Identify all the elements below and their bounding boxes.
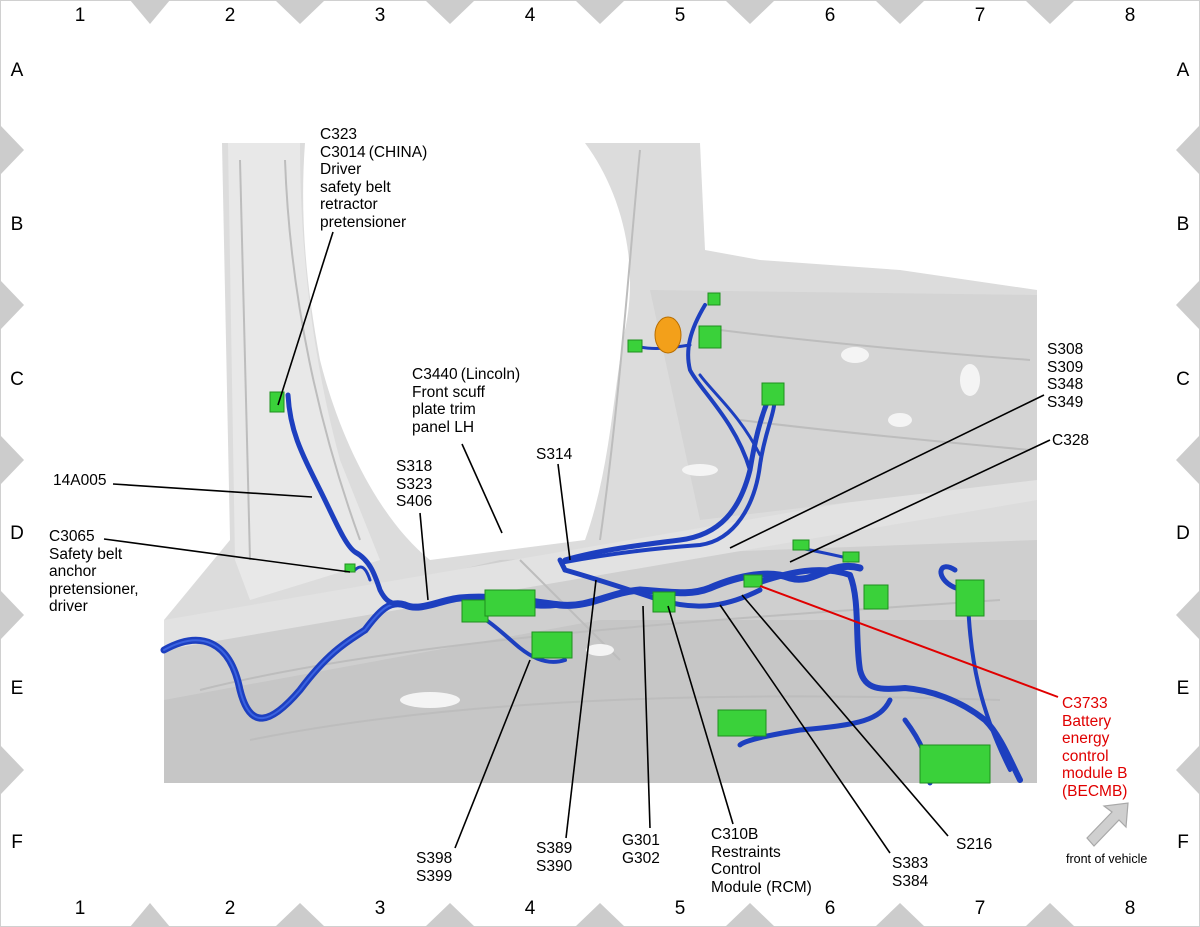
label-c323: C323 C3014(CHINA) Driver safety belt ret…: [320, 126, 428, 231]
label-c328: C328: [1052, 432, 1090, 449]
connectors: [269, 292, 991, 784]
grid-row-a-left: A: [10, 60, 24, 81]
grid-col-7-bottom: 7: [974, 898, 986, 919]
grid-col-5-top: 5: [674, 5, 686, 26]
vehicle-body-image: [164, 143, 1037, 783]
grid-row-c-right: C: [1176, 369, 1190, 390]
grid-col-3-bottom: 3: [374, 898, 386, 919]
grid-row-f-right: F: [1177, 832, 1189, 853]
becmb-leader-line: [759, 585, 1059, 698]
grid-col-4-bottom: 4: [524, 898, 536, 919]
grid-row-b-right: B: [1176, 214, 1190, 235]
grid-col-6-bottom: 6: [824, 898, 836, 919]
grid-row-d-right: D: [1176, 523, 1190, 544]
grid-row-d-left: D: [10, 523, 24, 544]
label-s318: S318 S323 S406: [396, 458, 433, 510]
grid-col-7-top: 7: [974, 5, 986, 26]
left-grid-markers: [0, 125, 24, 795]
leader-lines: [103, 231, 1051, 854]
label-s314: S314: [536, 446, 573, 463]
label-c310b: C310B Restraints Control Module (RCM): [711, 826, 812, 896]
label-14a005: 14A005: [53, 472, 107, 489]
grid-col-5-bottom: 5: [674, 898, 686, 919]
grid-col-2-bottom: 2: [224, 898, 236, 919]
grid-row-b-left: B: [10, 214, 24, 235]
grid-col-1-bottom: 1: [74, 898, 86, 919]
grid-row-c-left: C: [10, 369, 24, 390]
right-grid-markers: [1176, 125, 1200, 795]
top-grid-markers: [130, 0, 1075, 24]
wiring-harness: [160, 303, 1023, 786]
grid-col-4-top: 4: [524, 5, 536, 26]
label-g301: G301 G302: [622, 832, 660, 867]
grid-row-e-left: E: [10, 678, 24, 699]
label-c3440: C3440(Lincoln) Front scuff plate trim pa…: [412, 366, 521, 436]
grid-row-f-left: F: [11, 832, 23, 853]
label-c3065: C3065 Safety belt anchor pretensioner, d…: [49, 528, 139, 615]
grid-col-2-top: 2: [224, 5, 236, 26]
label-s383: S383 S384: [892, 855, 929, 890]
label-c3733-becmb: C3733 Battery energy control module B (B…: [1062, 695, 1128, 800]
grid-col-3-top: 3: [374, 5, 386, 26]
label-s398: S398 S399: [416, 850, 453, 885]
grid-col-8-bottom: 8: [1124, 898, 1136, 919]
label-s389: S389 S390: [536, 840, 573, 875]
retractor-part: [654, 316, 682, 354]
front-of-vehicle-label: front of vehicle: [1066, 852, 1148, 866]
grid-col-1-top: 1: [74, 5, 86, 26]
grid-row-e-right: E: [1176, 678, 1190, 699]
label-s216: S216: [956, 836, 993, 853]
grid-row-a-right: A: [1176, 60, 1190, 81]
grid-col-8-top: 8: [1124, 5, 1136, 26]
bottom-grid-markers: [130, 903, 1075, 927]
front-of-vehicle-arrow-icon: [1086, 802, 1129, 847]
label-s308: S308 S309 S348 S349: [1047, 341, 1084, 411]
grid-col-6-top: 6: [824, 5, 836, 26]
